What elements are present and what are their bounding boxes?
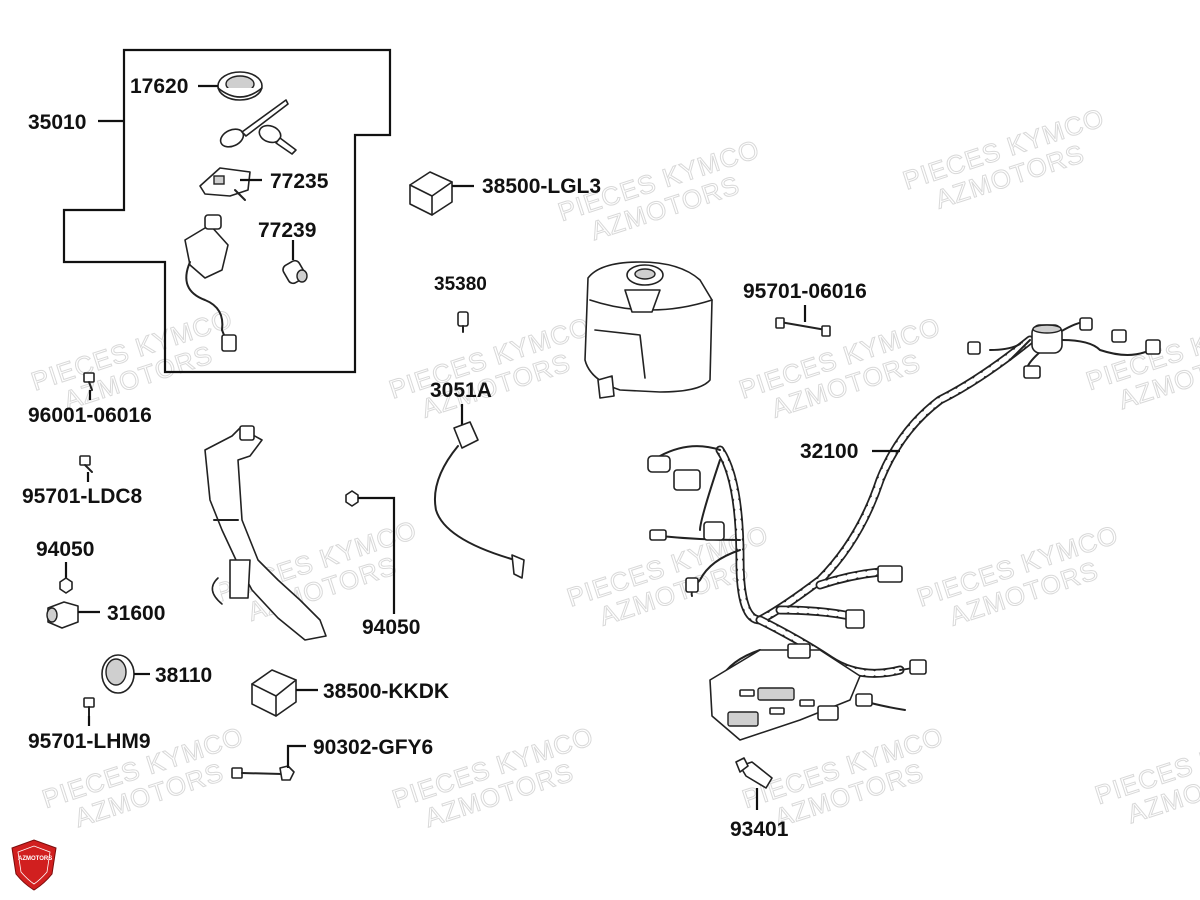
lens-38110-icon bbox=[101, 654, 135, 694]
relay-38500-KKDK-icon bbox=[251, 669, 297, 717]
part-number-93401[interactable]: 93401 bbox=[730, 818, 789, 841]
part-number-32100[interactable]: 32100 bbox=[800, 440, 858, 463]
lock-cylinder-77239-icon bbox=[282, 259, 308, 285]
bolt-95701-LDC8-icon bbox=[79, 455, 93, 473]
part-number-77235[interactable]: 77235 bbox=[270, 170, 329, 193]
bolt-96001-06016-icon bbox=[83, 372, 95, 391]
part-number-90302-GFY6[interactable]: 90302-GFY6 bbox=[313, 736, 433, 759]
azmotors-logo: AZMOTORS bbox=[11, 839, 57, 891]
bolt-95701-06016-icon bbox=[775, 317, 831, 337]
part-number-38500-LGL3[interactable]: 38500-LGL3 bbox=[482, 175, 601, 198]
part-number-95701-LHM9[interactable]: 95701-LHM9 bbox=[28, 730, 151, 753]
relay-38500-LGL3-icon bbox=[409, 171, 453, 216]
fuse-box-icon bbox=[709, 643, 873, 741]
nut-94050-left-icon bbox=[59, 577, 73, 594]
sensor-3051A-icon bbox=[434, 421, 525, 579]
bulb-socket-35380-icon bbox=[457, 311, 469, 333]
noise-filter-icon bbox=[1031, 324, 1063, 354]
part-number-94050-left[interactable]: 94050 bbox=[36, 538, 94, 561]
part-number-95701-06016[interactable]: 95701-06016 bbox=[743, 280, 867, 303]
horn-31600-icon bbox=[46, 601, 79, 629]
leader-90302-GFY6 bbox=[286, 744, 306, 768]
bracket-77235-icon bbox=[199, 167, 251, 201]
part-number-94050-center[interactable]: 94050 bbox=[362, 616, 420, 639]
part-number-35010[interactable]: 35010 bbox=[28, 111, 86, 134]
fuel-tank-icon bbox=[584, 261, 713, 399]
part-number-38110[interactable]: 38110 bbox=[155, 664, 212, 687]
part-number-95701-LDC8[interactable]: 95701-LDC8 bbox=[22, 485, 143, 508]
assembly-outline-35010 bbox=[62, 48, 392, 374]
part-number-96001-06016[interactable]: 96001-06016 bbox=[28, 404, 152, 427]
part-number-77239[interactable]: 77239 bbox=[258, 219, 316, 242]
bolt-95701-LHM9-icon bbox=[83, 697, 95, 717]
watermark-group: PIECES KYMCO AZMOTORS PIECES KYMCO AZMOT… bbox=[27, 102, 1200, 834]
part-number-17620[interactable]: 17620 bbox=[130, 75, 188, 98]
logo-text: AZMOTORS bbox=[18, 856, 52, 862]
part-number-38500-KKDK[interactable]: 38500-KKDK bbox=[323, 680, 449, 703]
harness-connectors-icon bbox=[647, 317, 1161, 675]
bolt-90302-GFY6-icon bbox=[231, 765, 295, 781]
part-number-3051A[interactable]: 3051A bbox=[430, 379, 492, 402]
cap-17620-icon bbox=[217, 71, 263, 101]
part-number-35380[interactable]: 35380 bbox=[434, 274, 487, 295]
leader-94050-center bbox=[358, 496, 396, 614]
ignition-switch-icon bbox=[184, 214, 237, 352]
keys-icon bbox=[219, 99, 297, 155]
bolt-93401-icon bbox=[735, 757, 773, 789]
nut-94050-center-icon bbox=[345, 490, 359, 507]
frame-bracket-icon bbox=[204, 425, 327, 641]
part-number-31600[interactable]: 31600 bbox=[107, 602, 165, 625]
